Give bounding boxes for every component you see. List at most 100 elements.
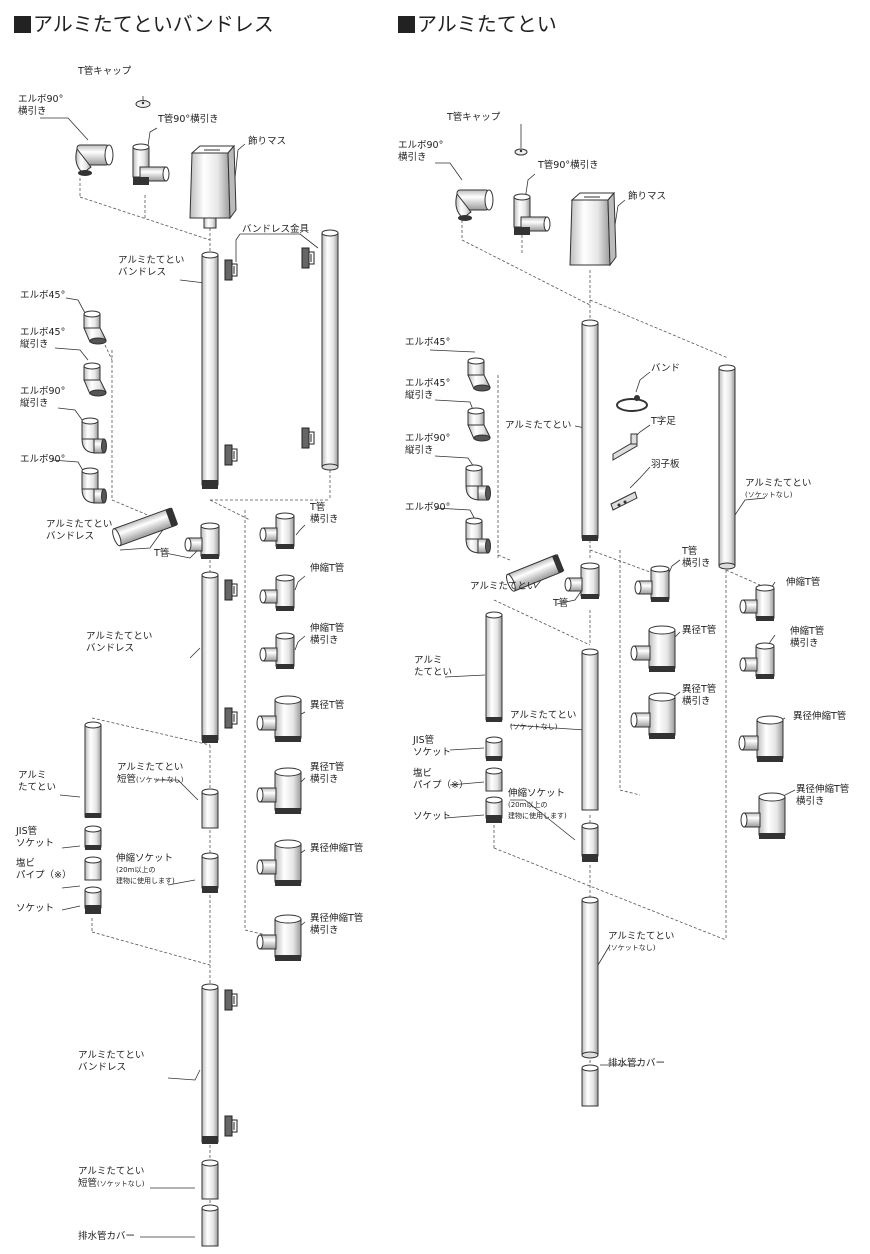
label-pipe-nosocket-right: アルミたてとい(ソケットなし) [745,478,812,499]
label-shinshuku-t: 伸縮T管 [310,563,345,574]
kazari-masu-part [189,144,237,229]
socket-right [485,796,503,823]
label-t-horizontal-right: T管横引き [682,546,711,569]
right-parts [455,148,786,1107]
label-socket-left: ソケット [16,903,55,914]
ikei-t-part-right [630,625,676,673]
square-bullet-icon [14,16,31,33]
elbow45-part [83,310,107,345]
alumi-pipe-right-tall [718,364,736,570]
shinshuku-socket-right [581,822,599,862]
label-alumi-tatetoi-left: アルミたてとい [18,770,57,793]
label-elbow90-right: エルボ90° [405,502,451,513]
label-t-cap-right: T管キャップ [447,112,501,123]
jis-socket-left [84,825,102,850]
jis-socket-right [485,736,503,761]
label-pipe-bandless-2: アルミたてといバンドレス [46,519,113,542]
elbow90-part [81,467,107,504]
label-pipe-nosocket-right-3: アルミたてとい(ソケットなし) [608,931,675,952]
label-drain-cover-left: 排水管カバー [78,1231,136,1242]
t-pipe-part [184,522,220,560]
label-elbow45-vertical: エルボ45°縦引き [20,327,66,350]
label-elbow45-vertical-right: エルボ45°縦引き [405,378,451,401]
label-alumi-tatetoi-right: アルミたてとい [414,655,453,678]
shinshuku-t-horizontal-part [259,632,295,670]
label-socket-right: ソケット [413,811,452,822]
kazari-masu-part-right [569,191,617,267]
elbow45-vertical-part-right [467,407,491,442]
label-kazari-masu: 飾りマス [248,136,287,147]
label-pipe-bandless-4: アルミたてといバンドレス [78,1050,145,1073]
label-ikei-t-right: 異径T管 [682,625,717,636]
ikei-shinshuku-t-horizontal-part-right [740,792,786,840]
shinshuku-t-part-right [739,584,775,622]
label-ikei-shinshuku-t-horizontal-right: 異径伸縮T管横引き [796,784,850,807]
label-short-pipe-2: アルミたてとい短管(ソケットなし) [78,1166,145,1189]
label-shinshuku-socket-left: 伸縮ソケット(20m以上の建物に使用します) [116,853,175,885]
label-t-cap: T管キャップ [78,66,132,77]
label-pipe-nosocket-right-2: アルミたてとい(ソケットなし) [510,710,577,731]
label-enbi-pipe-right: 塩ビパイプ（※） [413,768,469,791]
bandless-pipe-3 [201,983,238,1144]
enbi-pipe-left [84,856,102,881]
ikei-shinshuku-t-part-right [738,715,784,763]
ikei-t-horizontal-part-right [630,692,676,740]
label-t-pipe-right: T管 [553,598,569,609]
ikei-shinshuku-t-part [256,839,302,887]
label-ikei-shinshuku-t-horizontal: 異径伸縮T管横引き [310,913,364,936]
elbow90-vertical-part [81,417,107,454]
label-elbow45: エルボ45° [20,290,66,301]
alumi-pipe-right-1 [581,319,599,541]
label-alumi-pipe-right: アルミたてとい [505,420,572,431]
label-t90-horizontal-right: T管90°横引き [538,160,599,171]
elbow45-part-right [467,357,491,392]
alumi-pipe-small-left [84,721,102,818]
diagonal-bandless-pipe [112,507,179,547]
label-ikei-shinshuku-t: 異径伸縮T管 [310,843,364,854]
socket-left [84,886,102,914]
label-ikei-t-horizontal: 異径T管横引き [310,762,345,785]
label-elbow45-right: エルボ45° [405,337,451,348]
bandless-kanagu-pipe [301,229,339,471]
bandless-pipe-2 [201,571,238,743]
elbow90-vertical-part-right [465,464,491,501]
label-t-ashi: T字足 [651,416,676,427]
label-ikei-shinshuku-t-right: 異径伸縮T管 [793,711,847,722]
alumi-pipe-right-3 [581,896,599,1059]
diagonal-pipe-right [506,554,565,592]
section-title-aluminum: アルミたてとい [398,8,557,37]
hane-part [610,491,638,511]
shinshuku-t-horizontal-part-right [739,642,775,680]
label-ikei-t-horizontal-right: 異径T管横引き [682,684,717,707]
label-elbow90-vertical-right: エルボ90°縦引き [405,433,451,456]
label-t90-horizontal: T管90°横引き [158,114,219,125]
right-dashed-lines [461,215,761,1065]
t-pipe-part-right [564,562,600,600]
ikei-t-horizontal-part [256,767,302,815]
right-leader-lines [429,124,796,1066]
label-enbi-pipe-left: 塩ビパイプ（※） [16,858,72,881]
label-t-pipe: T管 [154,548,170,559]
label-shinshuku-t-horizontal: 伸縮T管横引き [310,623,345,646]
t90-horizontal-part-right [513,193,551,235]
bandless-pipe-1 [201,251,238,489]
t-horizontal-part-right [634,565,670,603]
section-title-bandless: アルミたてといバンドレス [14,8,274,37]
label-t-horizontal: T管横引き [310,502,339,525]
label-band: バンド [651,363,680,374]
label-short-pipe-1: アルミたてとい短管(ソケットなし) [117,762,184,785]
short-pipe-2 [201,1159,219,1200]
label-shinshuku-t-horizontal-right: 伸縮T管横引き [790,626,825,649]
square-bullet-icon [398,16,415,33]
drain-cover-right [581,1064,599,1107]
ikei-shinshuku-t-horizontal-part [256,914,302,962]
elbow90-part-right [465,517,491,554]
shinshuku-socket-1 [201,852,219,893]
short-pipe-1 [201,788,219,829]
label-bandless-kanagu: バンドレス金具 [242,224,309,235]
label-kazari-masu-right: 飾りマス [628,191,667,202]
alumi-pipe-small-right [485,611,503,722]
label-drain-cover-right: 排水管カバー [608,1058,666,1069]
ikei-t-part [256,695,302,743]
